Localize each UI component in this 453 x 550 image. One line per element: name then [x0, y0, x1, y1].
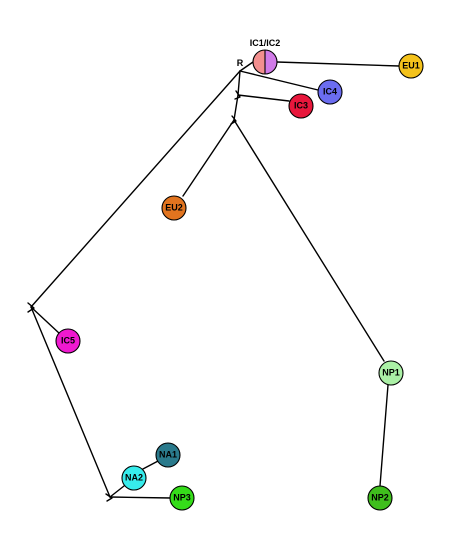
fork-marker-lower [230, 115, 237, 125]
edge-ic1ic2-eu1 [276, 61, 400, 67]
node-ic4: IC4 [317, 79, 343, 105]
root-label: R [237, 58, 244, 68]
node-na1: NA1 [155, 442, 181, 468]
node-eu1: EU1 [398, 53, 424, 79]
edge-root-left-fork [30, 70, 241, 308]
node-np1: NP1 [378, 360, 404, 386]
edge-root-ic3 [237, 70, 290, 102]
node-ic3: IC3 [288, 93, 314, 119]
node-np2: NP2 [367, 485, 393, 511]
node-circle [121, 465, 147, 491]
edge-na2-na1 [140, 459, 161, 471]
node-label: IC3 [294, 100, 308, 110]
split-node-right-half [265, 50, 277, 74]
node-label: IC4 [323, 86, 337, 96]
node-label: NP1 [382, 367, 400, 377]
edge-fork-np1 [233, 119, 385, 362]
edge-root-ic4 [239, 70, 319, 91]
edge-left-fork-bottom [30, 306, 111, 498]
edge-bottom-na2 [109, 485, 125, 498]
node-label: NP2 [371, 492, 389, 502]
fork-marker-left [27, 302, 35, 313]
node-circle [317, 79, 343, 105]
node-eu2: EU2 [161, 195, 187, 221]
node-ic5: IC5 [55, 328, 81, 354]
node-label: NP3 [173, 492, 191, 502]
fork-marker-upper [234, 90, 241, 100]
node-group: EU1 IC4 IC3 EU2 IC5 NP1 [55, 53, 424, 511]
node-label: IC5 [61, 335, 75, 345]
node-circle [55, 328, 81, 354]
edge-np1-np2 [379, 384, 389, 487]
node-label: EU1 [402, 60, 420, 70]
node-circle [155, 442, 181, 468]
fork-marker-bottom [105, 493, 113, 502]
edge-fork-chain [233, 94, 239, 121]
node-na2: NA2 [121, 465, 147, 491]
edge-left-fork-ic5 [30, 306, 61, 335]
node-label: EU2 [165, 202, 183, 212]
edge-group [27, 61, 400, 502]
node-np3: NP3 [169, 485, 195, 511]
split-node-label: IC1/IC2 [250, 38, 281, 48]
node-circle [161, 195, 187, 221]
node-label: NA2 [125, 472, 143, 482]
split-node-ic1-ic2: IC1/IC2 [250, 38, 281, 75]
node-circle [378, 360, 404, 386]
node-circle [398, 53, 424, 79]
node-circle [367, 485, 393, 511]
node-label: NA1 [159, 449, 177, 459]
edge-root-ic1ic2 [239, 61, 254, 72]
edge-fork-eu2 [182, 119, 235, 197]
edge-bottom-np3 [109, 496, 172, 499]
node-circle [169, 485, 195, 511]
split-node-left-half [253, 50, 265, 74]
node-circle [288, 93, 314, 119]
